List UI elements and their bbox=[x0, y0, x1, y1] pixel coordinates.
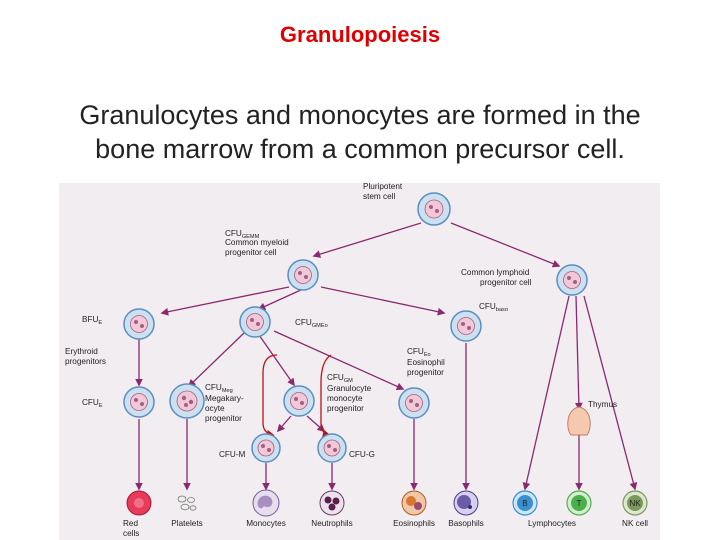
label-cfu-eo: CFUEo bbox=[407, 347, 431, 358]
label-bfu-e: BFUE bbox=[82, 315, 102, 326]
label-gemm-desc-2: progenitor cell bbox=[225, 248, 277, 257]
cell-basophil bbox=[453, 490, 479, 516]
label-cfu-eo-sub: Eo bbox=[424, 352, 431, 358]
arrow-gemm-to-gmeo bbox=[257, 288, 304, 310]
label-red-1: Red bbox=[123, 519, 138, 528]
label-lymphoid-2: progenitor cell bbox=[480, 278, 532, 287]
label-eo-desc-1: Eosinophil bbox=[407, 358, 445, 367]
arrow-gemm-to-bfu bbox=[160, 286, 290, 316]
cell-gemm bbox=[287, 259, 319, 291]
label-cfu-gmeo-sub: GMEo bbox=[312, 323, 328, 329]
label-cfu-gemm-sub: GEMM bbox=[242, 234, 260, 240]
slide-title: Granulopoiesis bbox=[279, 22, 441, 47]
label-cfu-gm-sub: GM bbox=[344, 378, 353, 384]
label-cfu-gmeo: CFUGMEo bbox=[295, 318, 328, 329]
arrow-stem-to-lymphoid bbox=[450, 222, 561, 268]
label-bfu-e-sub: E bbox=[98, 320, 102, 326]
cell-cfue bbox=[123, 386, 155, 418]
label-red-2: cells bbox=[123, 529, 139, 538]
label-cfu-m: CFU-M bbox=[219, 450, 246, 459]
label-stem-1: Pluripotent bbox=[363, 183, 403, 191]
label-cfu-gm: CFUGM bbox=[327, 373, 353, 384]
label-nk: NK bbox=[629, 499, 641, 508]
cell-red bbox=[126, 490, 152, 516]
label-platelets: Platelets bbox=[171, 519, 202, 528]
label-monocytes: Monocytes bbox=[246, 519, 286, 528]
label-lymphocytes: Lymphocytes bbox=[528, 519, 576, 528]
cell-stem bbox=[417, 192, 451, 226]
label-erythroid-1: Erythroid bbox=[65, 347, 98, 356]
label-eosinophils: Eosinophils bbox=[393, 519, 435, 528]
label-t: T bbox=[576, 499, 581, 508]
label-cfu-baso: CFUbaso bbox=[479, 302, 508, 313]
label-nk-cell: NK cell bbox=[622, 519, 648, 528]
cell-neutrophil bbox=[319, 490, 345, 516]
arrow-gmeo-to-meg bbox=[187, 332, 245, 388]
arrow-lymph-to-thymus bbox=[574, 295, 583, 411]
label-gm-desc-2: monocyte bbox=[327, 394, 363, 403]
label-meg-desc-2: ocyte bbox=[205, 404, 225, 413]
cell-bfue bbox=[123, 308, 155, 340]
label-bfu-e-main: BFU bbox=[82, 315, 98, 324]
arrow-lymph-to-nk bbox=[583, 295, 638, 491]
label-erythroid-2: progenitors bbox=[65, 357, 106, 366]
lineage-arrows bbox=[135, 222, 638, 491]
arrow-gmeo-to-eo bbox=[273, 330, 405, 390]
label-meg-desc-3: progenitor bbox=[205, 414, 242, 423]
label-lymphoid-1: Common lymphoid bbox=[461, 268, 530, 277]
gm-bracket bbox=[262, 354, 332, 438]
thymus-organ bbox=[567, 406, 591, 436]
label-cfu-gmeo-main: CFU bbox=[295, 318, 312, 327]
cell-cfug bbox=[317, 433, 347, 463]
label-cfu-gm-main: CFU bbox=[327, 373, 344, 382]
cell-eosinophil bbox=[401, 490, 427, 516]
cell-cfum bbox=[251, 433, 281, 463]
label-gm-desc-3: progenitor bbox=[327, 404, 364, 413]
cell-b-lymphocyte bbox=[512, 490, 538, 516]
cell-eo-progenitor bbox=[398, 387, 430, 419]
cell-gm-progenitor bbox=[283, 385, 315, 417]
label-cfu-baso-main: CFU bbox=[479, 302, 496, 311]
label-cfu-eo-main: CFU bbox=[407, 347, 424, 356]
cell-gmeo bbox=[239, 306, 271, 338]
label-cfu-meg-main: CFU bbox=[205, 383, 222, 392]
arrow-stem-to-gemm bbox=[312, 222, 422, 258]
label-neutrophils: Neutrophils bbox=[311, 519, 352, 528]
label-cfu-gemm: CFUGEMM bbox=[225, 229, 260, 240]
label-cfu-gemm-main: CFU bbox=[225, 229, 242, 238]
arrow-gm-to-cfum bbox=[276, 415, 292, 433]
label-cfu-e: CFUE bbox=[82, 398, 103, 409]
label-cfu-meg: CFUMeg bbox=[205, 383, 233, 394]
cell-platelets bbox=[177, 495, 197, 511]
label-cfu-baso-sub: baso bbox=[496, 307, 508, 313]
label-gemm-desc-1: Common myeloid bbox=[225, 238, 289, 247]
slide-subtitle: Granulocytes and monocytes are formed in… bbox=[40, 98, 680, 166]
cell-nk bbox=[622, 490, 648, 516]
label-cfu-e-main: CFU bbox=[82, 398, 99, 407]
cell-t-lymphocyte bbox=[566, 490, 592, 516]
hematopoiesis-diagram: Pluripotent stem cell CFUGEMM Common mye… bbox=[59, 183, 660, 540]
label-basophils: Basophils bbox=[448, 519, 484, 528]
label-cfu-e-sub: E bbox=[99, 403, 103, 409]
arrow-gmeo-to-gm bbox=[258, 334, 295, 387]
arrow-lymph-to-b bbox=[522, 295, 570, 491]
cell-meg-progenitor bbox=[169, 383, 205, 419]
cell-monocyte bbox=[252, 489, 280, 517]
label-gm-desc-1: Granulocyte bbox=[327, 384, 372, 393]
label-stem-2: stem cell bbox=[363, 192, 395, 201]
label-meg-desc-1: Megakary- bbox=[205, 394, 244, 403]
cell-baso-progenitor bbox=[450, 310, 482, 342]
subtitle-line-1: Granulocytes and monocytes are formed in… bbox=[79, 100, 641, 130]
cell-lymphoid bbox=[556, 264, 588, 296]
arrow-gemm-to-baso bbox=[320, 286, 446, 316]
label-b: B bbox=[522, 499, 528, 508]
subtitle-line-2: bone marrow from a common precursor cell… bbox=[95, 134, 625, 164]
label-cfu-g: CFU-G bbox=[349, 450, 375, 459]
label-thymus: Thymus bbox=[588, 400, 617, 409]
label-cfu-meg-sub: Meg bbox=[222, 388, 233, 394]
label-eo-desc-2: progenitor bbox=[407, 368, 444, 377]
